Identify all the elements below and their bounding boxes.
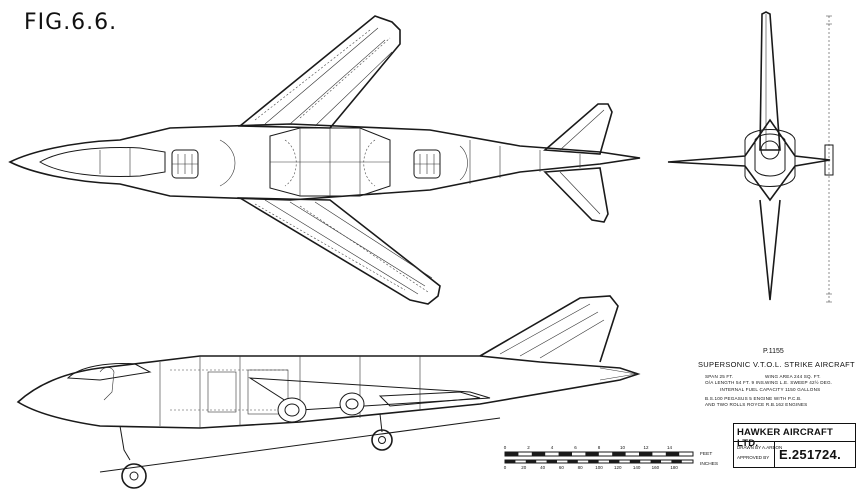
feet-tick-label: 2 — [527, 445, 530, 450]
feet-tick-label: 10 — [619, 445, 626, 450]
inch-tick-label: 140 — [632, 465, 641, 470]
scale-inches-label: INCHES — [700, 462, 719, 467]
spec-engine-line-2: AND TWO ROLLS ROYCE R.B.162 ENGINES — [705, 402, 808, 407]
feet-tick-label: 8 — [597, 445, 601, 450]
feet-tick-label: 14 — [666, 445, 673, 450]
spec-wing-area: WING AREA 244 SQ. FT. — [765, 374, 821, 379]
inch-tick-label: 100 — [595, 465, 603, 470]
inch-tick-label: 60 — [558, 465, 564, 470]
drawing-number: E.251724. — [779, 447, 841, 462]
inch-tick-label: 80 — [577, 465, 583, 470]
plan-view — [8, 15, 641, 305]
spec-length: O/A LENGTH 54 FT. 9 INS. — [705, 380, 766, 385]
spec-fuel: INTERNAL FUEL CAPACITY 1150 GALLONS — [720, 387, 821, 392]
project-code: P.1155 — [763, 348, 784, 355]
scale-feet-label: FEET — [700, 452, 713, 457]
drawn-by: DRAWN BY A.ARBON — [737, 445, 783, 450]
side-view — [16, 295, 641, 489]
feet-tick-label: 0 — [503, 445, 507, 450]
spec-sweep: WING L.E. SWEEP 42½ DEG. — [765, 380, 833, 385]
title-block-divider — [734, 441, 855, 442]
inch-tick-label: 160 — [651, 465, 660, 470]
inch-tick-label: 180 — [670, 465, 678, 470]
inch-tick-label: 40 — [540, 465, 546, 470]
inch-tick-label: 0 — [503, 465, 507, 470]
front-view — [667, 11, 834, 303]
scale-bar — [504, 451, 694, 464]
feet-tick-label: 6 — [574, 445, 577, 450]
spec-span: SPAN 25 FT. — [705, 374, 734, 379]
inch-tick-label: 20 — [521, 465, 527, 470]
approved-by: APPROVED BY — [737, 455, 770, 460]
figure-label: FIG.6.6. — [24, 10, 118, 35]
aircraft-title: SUPERSONIC V.T.O.L. STRIKE AIRCRAFT — [698, 360, 855, 369]
title-block-vertical-divider — [774, 441, 775, 468]
inch-tick-label: 120 — [614, 465, 622, 470]
title-block: HAWKER AIRCRAFT LTD. DRAWN BY A.ARBON AP… — [733, 423, 856, 468]
spec-engine-line-1: B.S.100 PEGASUS 5 ENGINE WITH P.C.B. — [705, 396, 802, 401]
company-name: HAWKER AIRCRAFT LTD. — [737, 427, 834, 449]
feet-tick-label: 4 — [550, 445, 554, 450]
feet-tick-label: 12 — [643, 445, 649, 450]
